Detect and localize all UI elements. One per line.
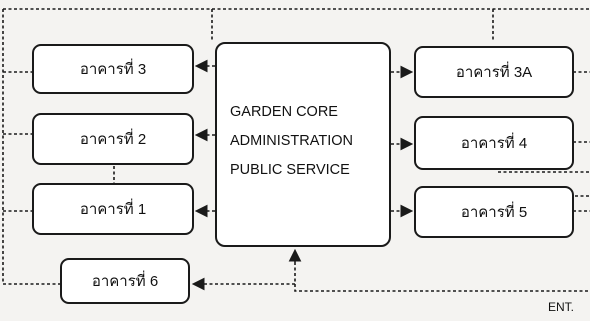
core-line-1: GARDEN CORE xyxy=(230,98,379,127)
building-5-box: อาคารที่ 5 xyxy=(414,186,574,238)
entrance-label: ENT. xyxy=(548,300,574,314)
core-line-2: ADMINISTRATION xyxy=(230,127,379,156)
core-building-box: GARDEN CORE ADMINISTRATION PUBLIC SERVIC… xyxy=(215,42,391,247)
core-line-3: PUBLIC SERVICE xyxy=(230,156,379,185)
entrance-path xyxy=(295,262,590,291)
building-3-box: อาคารที่ 3 xyxy=(32,44,194,94)
building-4-box: อาคารที่ 4 xyxy=(414,116,574,170)
building-3a-box: อาคารที่ 3A xyxy=(414,46,574,98)
building-2-box: อาคารที่ 2 xyxy=(32,113,194,165)
building-1-box: อาคารที่ 1 xyxy=(32,183,194,235)
building-6-box: อาคารที่ 6 xyxy=(60,258,190,304)
